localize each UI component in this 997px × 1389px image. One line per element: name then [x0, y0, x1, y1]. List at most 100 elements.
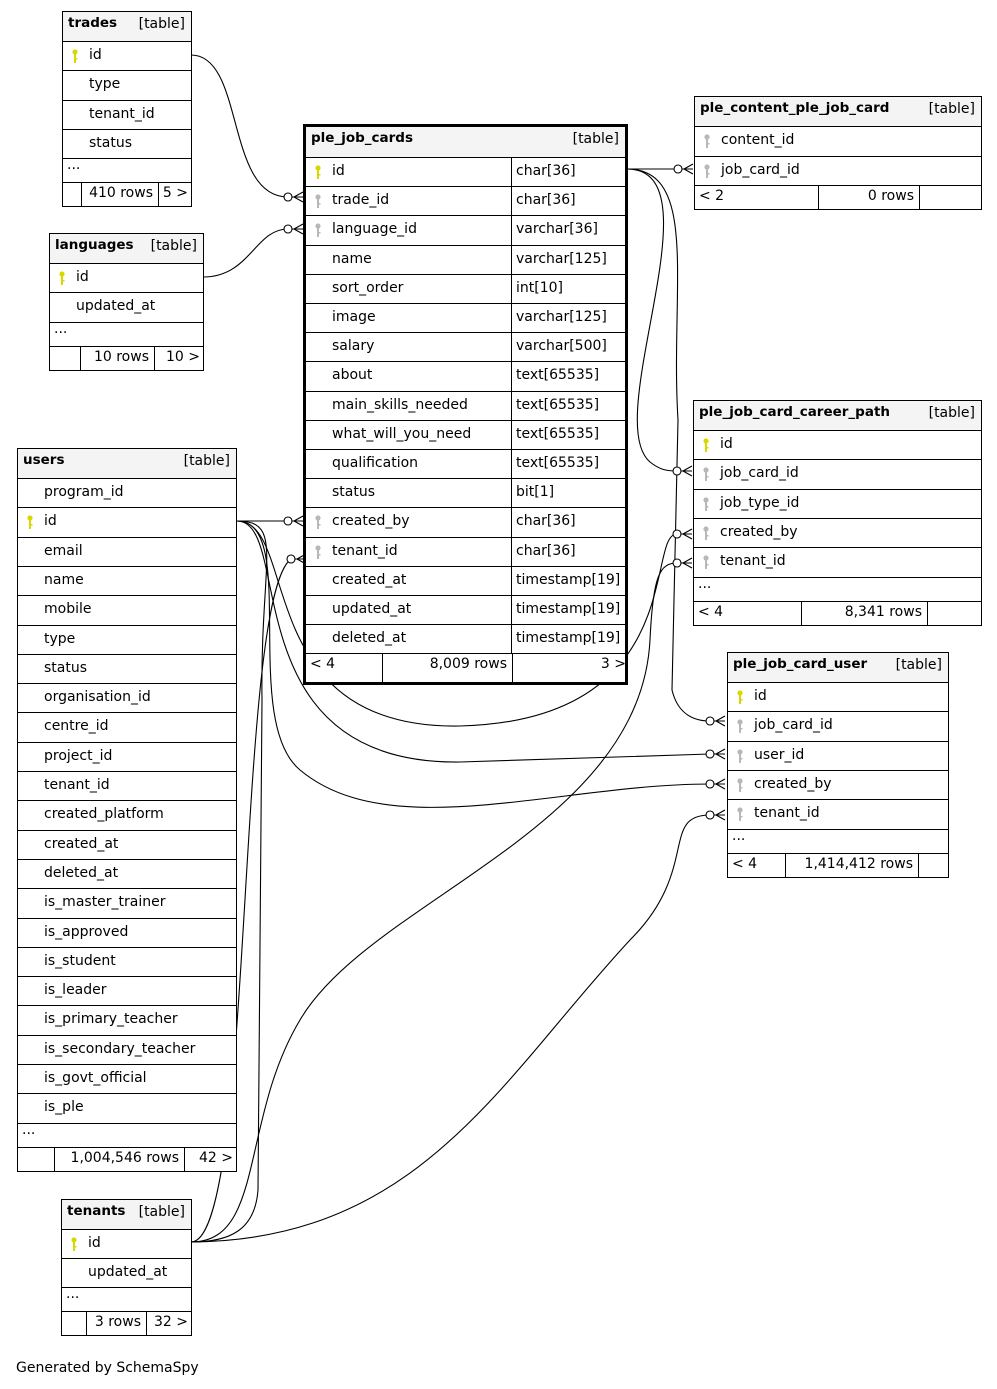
- more-columns-row[interactable]: ...: [50, 321, 203, 346]
- column-row[interactable]: user_id: [728, 740, 948, 770]
- children-count[interactable]: 10 >: [154, 346, 205, 370]
- column-row[interactable]: email: [18, 536, 236, 566]
- column-row[interactable]: is_primary_teacher: [18, 1005, 236, 1034]
- column-row[interactable]: organisation_id: [18, 683, 236, 712]
- children-count[interactable]: 5 >: [158, 183, 193, 207]
- column-row[interactable]: id: [694, 430, 981, 459]
- column-row[interactable]: centre_id: [18, 712, 236, 741]
- column-row[interactable]: job_card_id: [694, 459, 981, 488]
- column-row[interactable]: mobile: [18, 595, 236, 624]
- column-row[interactable]: is_student: [18, 946, 236, 976]
- column-name: tenant_id: [89, 105, 155, 122]
- parents-count[interactable]: [63, 183, 81, 206]
- column-row[interactable]: deleted_at: [18, 858, 236, 888]
- more-columns-row[interactable]: ...: [728, 827, 948, 853]
- column-row[interactable]: created_platform: [18, 800, 236, 829]
- column-row[interactable]: updated_at: [62, 1258, 191, 1287]
- children-count[interactable]: 32 >: [146, 1312, 193, 1335]
- table-header[interactable]: ple_job_card_user [table]: [728, 653, 948, 682]
- parents-count[interactable]: < 2: [699, 188, 725, 204]
- parents-count[interactable]: [62, 1312, 86, 1335]
- column-row[interactable]: tenant_id: [63, 99, 191, 129]
- parents-count[interactable]: < 4: [698, 603, 724, 620]
- table-ple-content-ple-job-card[interactable]: ple_content_ple_job_card [table]content_…: [694, 96, 982, 210]
- column-row[interactable]: created_by: [728, 769, 948, 799]
- column-row[interactable]: created_at: [18, 829, 236, 859]
- parents-count[interactable]: [18, 1148, 54, 1171]
- column-row[interactable]: id: [50, 263, 203, 292]
- column-row[interactable]: job_card_id: [695, 155, 981, 186]
- column-row[interactable]: is_master_trainer: [18, 888, 236, 917]
- column-row[interactable]: is_approved: [18, 917, 236, 947]
- table-header[interactable]: ple_job_cards [table]: [306, 127, 625, 157]
- column-row[interactable]: project_id: [18, 741, 236, 771]
- column-row[interactable]: job_type_id: [694, 488, 981, 518]
- column-row[interactable]: is_ple: [18, 1093, 236, 1122]
- column-row[interactable]: tenant_id: [18, 771, 236, 800]
- column-row[interactable]: name: [18, 565, 236, 595]
- children-count[interactable]: 3 >: [512, 654, 631, 683]
- column-row[interactable]: status: [18, 653, 236, 683]
- column-row[interactable]: type: [63, 70, 191, 99]
- more-columns-row[interactable]: ...: [694, 576, 981, 601]
- children-count[interactable]: 42 >: [184, 1147, 238, 1171]
- column-row[interactable]: job_card_id: [728, 711, 948, 740]
- more-columns-row[interactable]: ...: [62, 1286, 191, 1311]
- column-row[interactable]: id: [63, 41, 191, 70]
- column-row[interactable]: updated_at: [50, 292, 203, 321]
- column-row[interactable]: is_secondary_teacher: [18, 1034, 236, 1064]
- column-row[interactable]: tenant_id: [728, 799, 948, 828]
- table-header[interactable]: ple_content_ple_job_card [table]: [695, 97, 981, 126]
- table-header[interactable]: users [table]: [18, 449, 236, 478]
- children-count[interactable]: [927, 601, 983, 625]
- table-header[interactable]: trades [table]: [63, 12, 191, 41]
- table-header[interactable]: tenants [table]: [62, 1200, 191, 1229]
- column-row[interactable]: content_id: [695, 126, 981, 156]
- column-row[interactable]: status: [63, 128, 191, 158]
- parents-count[interactable]: [50, 347, 80, 370]
- more-columns-row[interactable]: ...: [18, 1122, 236, 1147]
- column-row[interactable]: id: [62, 1229, 191, 1258]
- column-row[interactable]: created_by: [694, 517, 981, 547]
- column-row[interactable]: id: [18, 507, 236, 536]
- table-header[interactable]: ple_job_card_career_path [table]: [694, 401, 981, 430]
- table-header[interactable]: languages [table]: [50, 234, 203, 263]
- column-row[interactable]: is_govt_official: [18, 1064, 236, 1093]
- column-row[interactable]: is_leader: [18, 976, 236, 1005]
- column-row[interactable]: id: [728, 682, 948, 711]
- more-columns-row[interactable]: ...: [63, 157, 191, 182]
- more-columns: ...: [732, 827, 746, 844]
- parents-count[interactable]: < 4: [732, 855, 758, 872]
- crows-foot-icon: [705, 715, 726, 727]
- children-count[interactable]: [919, 186, 983, 209]
- column-row[interactable]: tenant_id: [694, 547, 981, 576]
- column-row[interactable]: program_id: [18, 478, 236, 507]
- column-row[interactable]: type: [18, 624, 236, 654]
- parents-count[interactable]: < 4: [310, 656, 336, 673]
- children-count[interactable]: [918, 853, 950, 877]
